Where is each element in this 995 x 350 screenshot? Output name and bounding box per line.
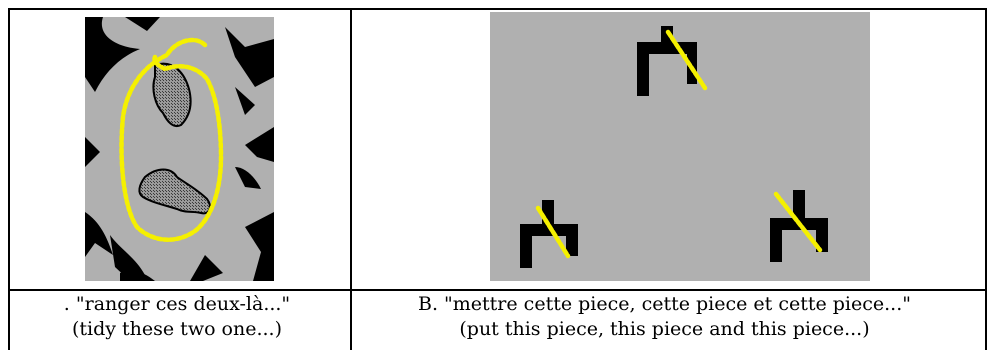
caption-a-line2: (tidy these two one...) bbox=[71, 318, 283, 340]
circling-gesture-stroke bbox=[119, 37, 224, 242]
figure-table bbox=[8, 8, 987, 350]
black-piece bbox=[235, 87, 255, 115]
marked-piece-top bbox=[637, 26, 708, 96]
caption-a: . "ranger ces deux-là..." (tidy these tw… bbox=[10, 292, 344, 342]
table-right-border bbox=[985, 8, 987, 350]
caption-b: B. "mettre cette piece, cette piece et c… bbox=[352, 292, 977, 342]
table-top-border bbox=[8, 8, 987, 10]
figure-a-screenshot bbox=[85, 17, 274, 281]
caption-b-line1: B. "mettre cette piece, cette piece et c… bbox=[418, 293, 911, 315]
black-piece bbox=[190, 255, 223, 281]
black-piece bbox=[245, 212, 274, 281]
marked-piece-bottom-right bbox=[770, 190, 828, 262]
table-column-divider bbox=[350, 8, 352, 350]
selected-piece-upper bbox=[152, 62, 192, 127]
black-piece bbox=[125, 17, 160, 31]
black-piece bbox=[85, 212, 113, 257]
caption-b-line2: (put this piece, this piece and this pie… bbox=[459, 318, 870, 340]
table-left-border bbox=[8, 8, 10, 350]
table-row-divider bbox=[8, 289, 987, 291]
black-piece bbox=[85, 17, 140, 92]
figure-b-screenshot bbox=[490, 12, 870, 281]
black-piece bbox=[245, 127, 274, 162]
black-piece bbox=[110, 235, 145, 281]
selected-piece-lower bbox=[138, 168, 211, 215]
black-piece bbox=[225, 27, 274, 87]
black-piece bbox=[85, 137, 100, 167]
black-piece bbox=[120, 270, 155, 281]
marked-piece-bottom-left bbox=[520, 200, 578, 268]
caption-a-line1: . "ranger ces deux-là..." bbox=[63, 293, 291, 315]
black-piece bbox=[235, 167, 261, 189]
